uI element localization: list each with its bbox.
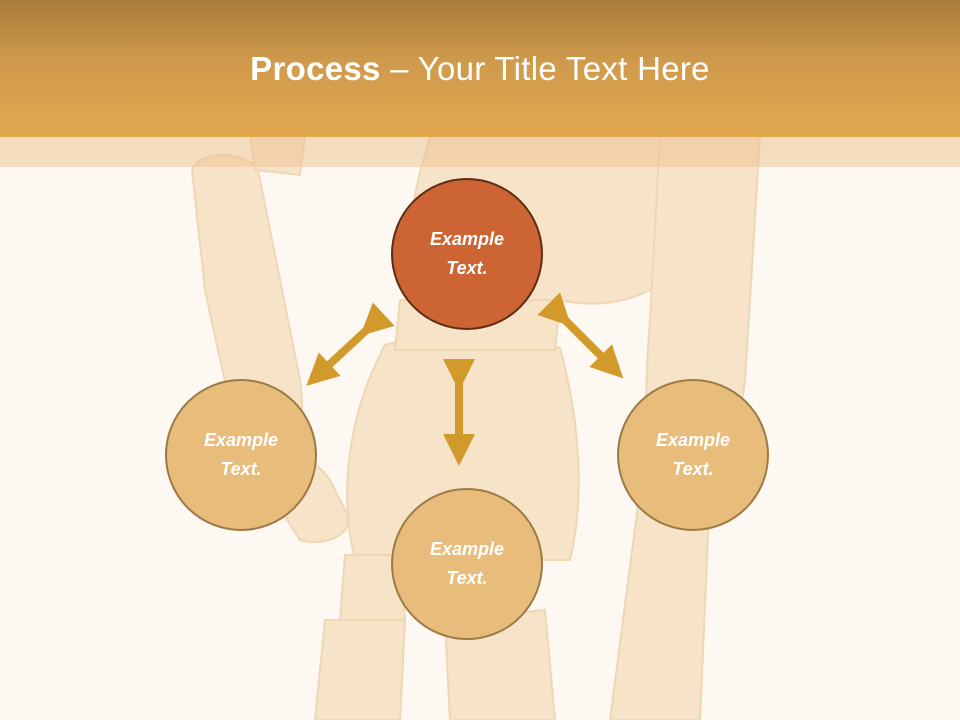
title-regular-part: – Your Title Text Here: [380, 50, 710, 87]
node-top-line1: Example: [429, 229, 505, 249]
node-top-line2: Text.: [446, 258, 488, 278]
node-left-line1: Example: [203, 430, 279, 450]
slide-title: Process – Your Title Text Here: [0, 50, 960, 88]
node-bottom-line2: Text.: [446, 568, 488, 588]
process-node-bottom: Example Text.: [391, 488, 543, 640]
title-bold-part: Process: [250, 50, 381, 87]
process-node-left: Example Text.: [165, 379, 317, 531]
title-accent-strip: [0, 137, 960, 167]
node-left-line2: Text.: [220, 459, 262, 479]
title-bar: [0, 0, 960, 137]
node-right-line1: Example: [655, 430, 731, 450]
node-right-line2: Text.: [672, 459, 714, 479]
process-node-top: Example Text.: [391, 178, 543, 330]
process-node-right: Example Text.: [617, 379, 769, 531]
node-bottom-line1: Example: [429, 539, 505, 559]
arrow-top-left: [306, 302, 395, 386]
arrow-top-right: [537, 292, 624, 379]
